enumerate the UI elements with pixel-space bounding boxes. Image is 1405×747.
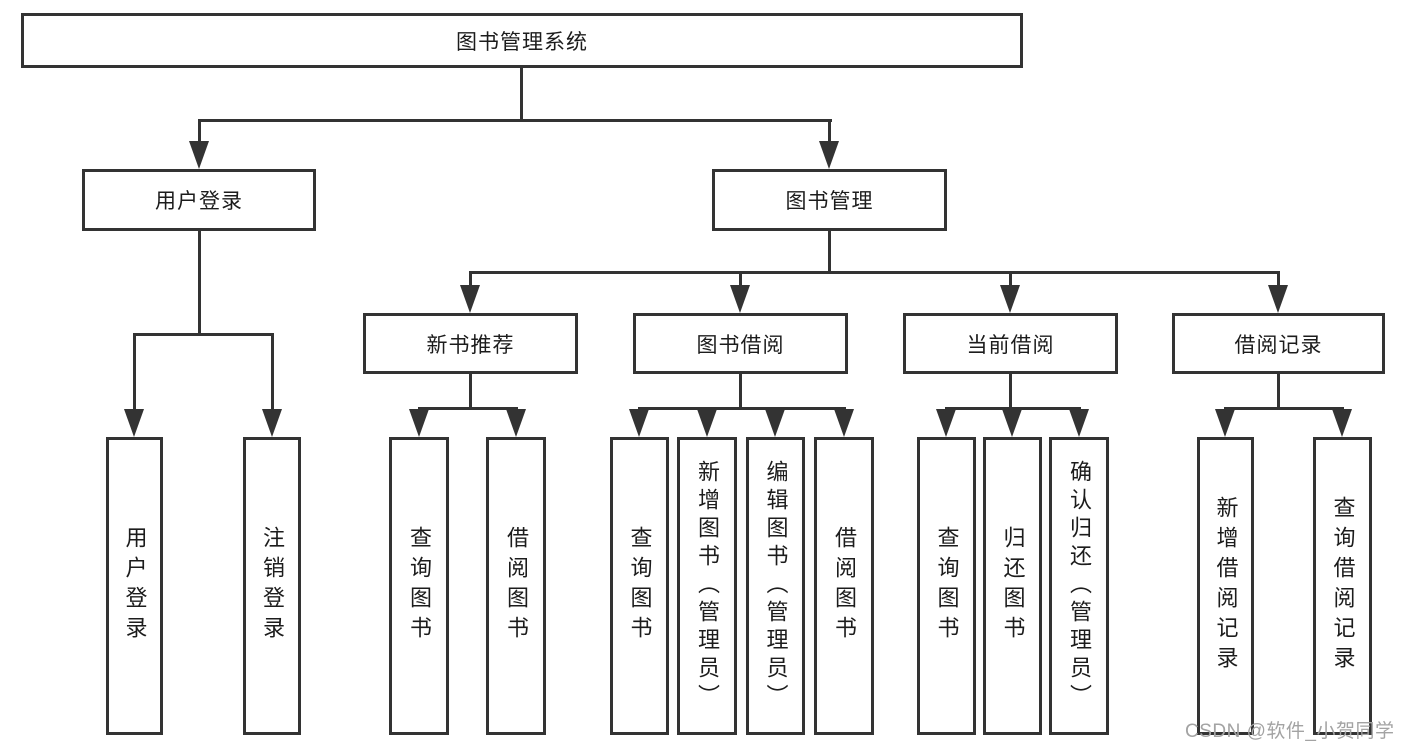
arrowhead-user-login: [189, 141, 209, 169]
connector-borrow-records-stem: [1277, 374, 1280, 410]
node-book-management: 图书管理: [712, 169, 947, 231]
connector-drop-new-book: [469, 271, 472, 289]
leaf-borrow-books-a-label: 借阅图书: [504, 526, 529, 646]
leaf-query-borrow-record: 查询借阅记录: [1313, 437, 1372, 735]
node-root: 图书管理系统: [21, 13, 1023, 68]
connector-user-login-drop-left: [133, 333, 136, 411]
connector-book-borrow-rail: [638, 407, 846, 410]
arrowhead-add-borrow-record: [1215, 409, 1235, 437]
arrowhead-leaf-user-login: [124, 409, 144, 437]
leaf-query-books-c-label: 查询图书: [934, 526, 960, 646]
arrowhead-confirm-return-admin: [1069, 409, 1089, 437]
leaf-query-borrow-record-label: 查询借阅记录: [1330, 496, 1356, 676]
arrowhead-borrow-records: [1268, 285, 1288, 313]
node-user-login: 用户登录: [82, 169, 316, 231]
arrowhead-return-books: [1002, 409, 1022, 437]
leaf-borrow-books-b: 借阅图书: [814, 437, 874, 735]
connector-root-drop-right: [828, 119, 831, 145]
node-book-borrow-label: 图书借阅: [696, 333, 785, 357]
arrowhead-edit-books-admin: [765, 409, 785, 437]
leaf-query-books-a-label: 查询图书: [407, 526, 432, 646]
csdn-watermark: CSDN @软件_小贺同学: [1185, 721, 1395, 742]
node-book-borrow: 图书借阅: [633, 313, 848, 374]
arrowhead-current-borrow: [1000, 285, 1020, 313]
connector-book-mgmt-stem: [828, 231, 831, 274]
node-borrow-records-label: 借阅记录: [1234, 333, 1323, 357]
connector-user-login-stem: [198, 231, 201, 335]
arrowhead-query-books-a: [409, 409, 429, 437]
connector-root-rail: [198, 119, 832, 122]
leaf-user-login: 用户登录: [106, 437, 163, 735]
leaf-add-borrow-record-label: 新增借阅记录: [1213, 496, 1239, 676]
leaf-user-login-label: 用户登录: [122, 526, 148, 646]
leaf-return-books: 归还图书: [983, 437, 1042, 735]
connector-current-borrow-stem: [1009, 374, 1012, 410]
connector-book-borrow-stem: [739, 374, 742, 410]
leaf-edit-books-admin: 编辑图书（管理员）: [746, 437, 805, 735]
connector-borrow-records-rail: [1224, 407, 1344, 410]
node-book-management-label: 图书管理: [785, 190, 874, 213]
connector-root-drop-left: [198, 119, 201, 145]
arrowhead-query-borrow-record: [1332, 409, 1352, 437]
leaf-borrow-books-a: 借阅图书: [486, 437, 546, 735]
leaf-logout-label: 注销登录: [260, 526, 285, 646]
arrowhead-leaf-logout: [262, 409, 282, 437]
leaf-add-borrow-record: 新增借阅记录: [1197, 437, 1254, 735]
connector-drop-borrow-records: [1277, 271, 1280, 289]
connector-current-borrow-rail: [945, 407, 1081, 410]
leaf-confirm-return-admin: 确认归还（管理员）: [1049, 437, 1109, 735]
arrowhead-borrow-books-b: [834, 409, 854, 437]
node-borrow-records: 借阅记录: [1172, 313, 1385, 374]
connector-user-login-drop-right: [271, 333, 274, 411]
connector-root-stem: [520, 68, 523, 120]
arrowhead-book-borrow: [730, 285, 750, 313]
leaf-logout: 注销登录: [243, 437, 301, 735]
leaf-borrow-books-b-label: 借阅图书: [832, 526, 857, 646]
connector-new-book-rail: [418, 407, 518, 410]
node-current-borrow: 当前借阅: [903, 313, 1118, 374]
arrowhead-query-books-c: [936, 409, 956, 437]
leaf-query-books-a: 查询图书: [389, 437, 449, 735]
node-new-book-recommend: 新书推荐: [363, 313, 578, 374]
connector-new-book-stem: [469, 374, 472, 410]
connector-user-login-rail: [133, 333, 274, 336]
node-user-login-label: 用户登录: [155, 190, 243, 213]
leaf-add-books-admin-label: 新增图书（管理员）: [695, 460, 720, 712]
connector-drop-book-borrow: [739, 271, 742, 289]
arrowhead-borrow-books-a: [506, 409, 526, 437]
connector-drop-current-borrow: [1009, 271, 1012, 289]
arrowhead-add-books-admin: [697, 409, 717, 437]
arrowhead-new-book-recommend: [460, 285, 480, 313]
arrowhead-book-management: [819, 141, 839, 169]
leaf-return-books-label: 归还图书: [1000, 526, 1026, 646]
node-new-book-recommend-label: 新书推荐: [426, 333, 515, 357]
leaf-edit-books-admin-label: 编辑图书（管理员）: [763, 460, 789, 712]
node-current-borrow-label: 当前借阅: [966, 333, 1055, 357]
leaf-add-books-admin: 新增图书（管理员）: [677, 437, 737, 735]
arrowhead-query-books-b: [629, 409, 649, 437]
leaf-query-books-b: 查询图书: [610, 437, 669, 735]
leaf-query-books-c: 查询图书: [917, 437, 976, 735]
node-root-label: 图书管理系统: [456, 30, 588, 54]
leaf-query-books-b-label: 查询图书: [627, 526, 653, 646]
connector-book-mgmt-rail: [469, 271, 1280, 274]
leaf-confirm-return-admin-label: 确认归还（管理员）: [1067, 460, 1092, 712]
